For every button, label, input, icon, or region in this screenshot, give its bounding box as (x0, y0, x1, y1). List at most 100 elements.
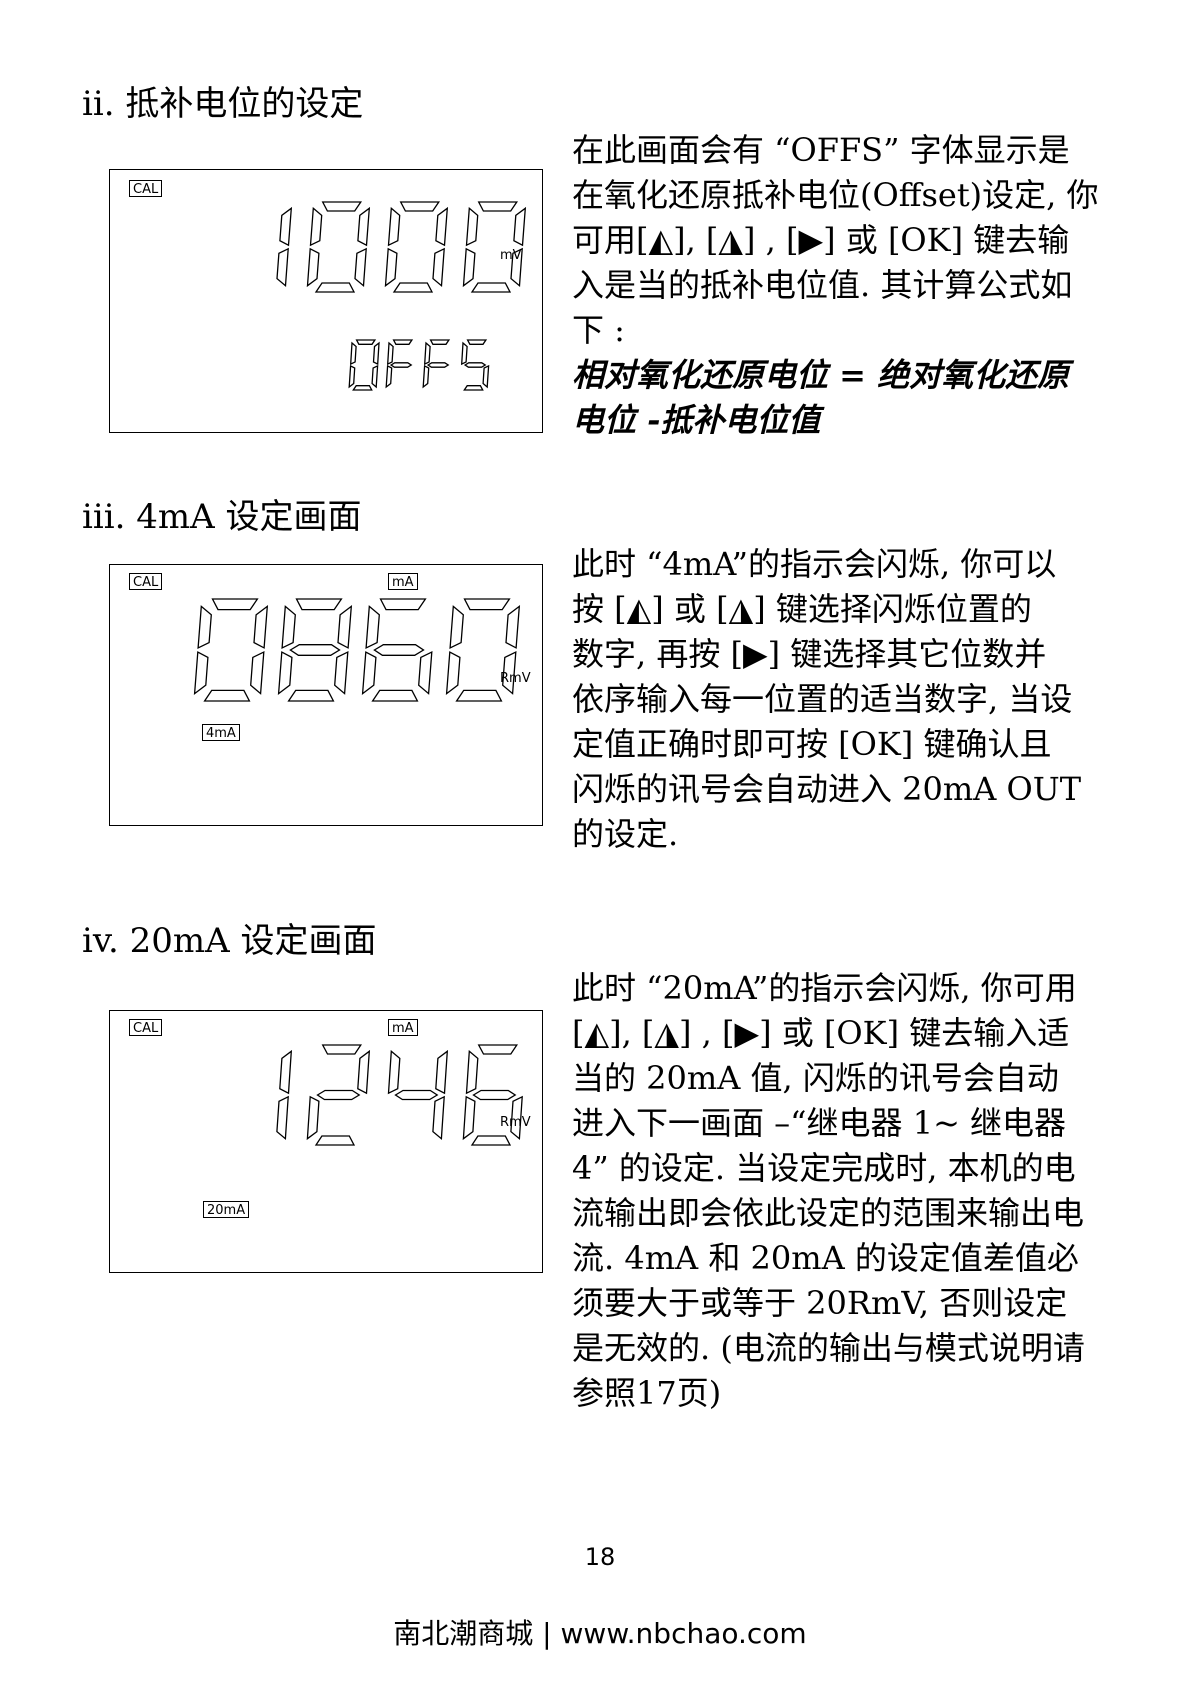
text-line: 4” 的设定. 当设定完成时, 本机的电 (572, 1149, 1076, 1187)
lcd-segment (287, 689, 335, 702)
section-heading-20ma: iv. 20mA 设定画面 (82, 921, 377, 961)
text-line: 闪烁的讯号会自动进入 20mA OUT (572, 770, 1082, 808)
lcd-segment (435, 206, 449, 247)
lcd-segment (357, 1049, 371, 1095)
lcd-segment (445, 651, 461, 695)
lcd-digit (387, 1049, 449, 1141)
lcd-digit (306, 201, 371, 293)
lcd-segment (505, 605, 521, 649)
lcd-segment (386, 341, 394, 366)
lcd-segment (502, 651, 517, 695)
lcd-segment (435, 1049, 449, 1095)
lcd-digit (193, 598, 269, 702)
lcd-segment (309, 206, 323, 247)
lcd-digit (348, 339, 380, 391)
lcd-segment (373, 644, 425, 656)
formula-line: 电位 -抵补电位值 (572, 401, 821, 439)
lcd-segment (306, 1095, 320, 1141)
text-line: 须要大于或等于 20RmV, 否则设定 (572, 1284, 1068, 1322)
lcd-segment (463, 385, 484, 391)
lcd-segment (482, 364, 490, 389)
lcd-segment (399, 201, 441, 212)
cal-indicator: CAL (129, 1019, 163, 1036)
lcd-segment (348, 364, 356, 389)
lcd-digit (422, 339, 451, 389)
lcd-segment (379, 598, 427, 611)
lcd-segment (276, 247, 289, 288)
lcd-segment (455, 689, 503, 702)
text-line: 此时 “20mA”的指示会闪烁, 你可用 (572, 969, 1077, 1007)
lcd-segment (211, 598, 259, 611)
text-line: 入是当的抵补电位值. 其计算公式如 (572, 266, 1073, 304)
lcd-segment (279, 206, 293, 247)
lcd-main-digits (193, 598, 521, 702)
lcd-segment (477, 201, 519, 212)
20ma-indicator: 20mA (203, 1201, 250, 1218)
lcd-segment (432, 247, 445, 288)
footer-watermark: 南北潮商城 | www.nbchao.com (393, 1617, 807, 1650)
lcd-digit (385, 339, 414, 389)
lcd-segment (384, 247, 398, 288)
lcd-segment (385, 364, 393, 389)
lcd-segment (463, 598, 511, 611)
cal-indicator: CAL (129, 180, 163, 197)
text-line: 流. 4mA 和 20mA 的设定值差值必 (572, 1239, 1079, 1277)
lcd-segment (392, 282, 434, 293)
lcd-segment (513, 206, 527, 247)
lcd-segment (253, 605, 269, 649)
lcd-segment (470, 1135, 512, 1146)
4ma-indicator: 4mA (202, 724, 240, 741)
lcd-segment (463, 362, 487, 368)
lcd-digit (462, 1044, 523, 1146)
page-number: 18 (584, 1543, 616, 1571)
lcd-digit (384, 201, 449, 293)
lcd-segment (316, 1089, 361, 1101)
lcd-segment (371, 364, 379, 389)
lcd-display-offset: CAL mV (109, 169, 543, 433)
lcd-digit (276, 206, 293, 288)
lcd-unit-label: RmV (500, 671, 531, 686)
lcd-segment (394, 1089, 439, 1101)
cal-indicator: CAL (129, 573, 163, 590)
lcd-digit (276, 1049, 293, 1141)
lcd-display-20ma: CAL mA RmV 20mA (109, 1010, 543, 1273)
lcd-segment (460, 341, 468, 366)
lcd-segment (306, 247, 320, 288)
lcd-segment (422, 364, 430, 389)
lcd-segment (203, 689, 251, 702)
lcd-segment (387, 206, 401, 247)
lcd-segment (314, 1135, 356, 1146)
lcd-segment (462, 1095, 476, 1141)
lcd-segment (462, 247, 476, 288)
section-4ma-text: 此时 “4mA”的指示会闪烁, 你可以 按 [◭] 或 [◮] 键选择闪烁位置的… (572, 542, 1132, 857)
lcd-segment (432, 1095, 445, 1141)
lcd-segment (334, 651, 349, 695)
ma-indicator: mA (388, 573, 418, 590)
lcd-segment (466, 339, 488, 345)
lcd-digit (361, 598, 433, 702)
lcd-segment (387, 1049, 401, 1095)
text-line: 参照17页) (572, 1374, 722, 1412)
lcd-segment (295, 598, 343, 611)
lcd-digit (445, 598, 521, 702)
lcd-segment (193, 651, 209, 695)
lcd-segment (321, 201, 363, 212)
ma-indicator: mA (388, 1019, 418, 1036)
text-line: 流输出即会依此设定的范围来输出电 (572, 1194, 1085, 1232)
lcd-main-digits (276, 1044, 523, 1146)
lcd-segment (392, 339, 414, 345)
text-line: 按 [◭] 或 [◮] 键选择闪烁位置的 (572, 590, 1032, 628)
text-line: 当的 20mA 值, 闪烁的讯号会自动 (572, 1059, 1059, 1097)
lcd-digit (462, 201, 527, 293)
lcd-segment (321, 1044, 363, 1055)
text-line: 在氧化还原抵补电位(Offset)设定, 你 (572, 176, 1099, 214)
lcd-segment (477, 1044, 519, 1055)
lcd-segment (250, 651, 265, 695)
lcd-segment (337, 605, 353, 649)
lcd-segment (365, 605, 380, 649)
text-line: 依序输入每一位置的适当数字, 当设 (572, 680, 1073, 718)
lcd-segment (371, 689, 419, 702)
section-heading-4ma: iii. 4mA 设定画面 (82, 497, 362, 537)
lcd-segment (361, 651, 377, 695)
lcd-digit (306, 1044, 371, 1146)
